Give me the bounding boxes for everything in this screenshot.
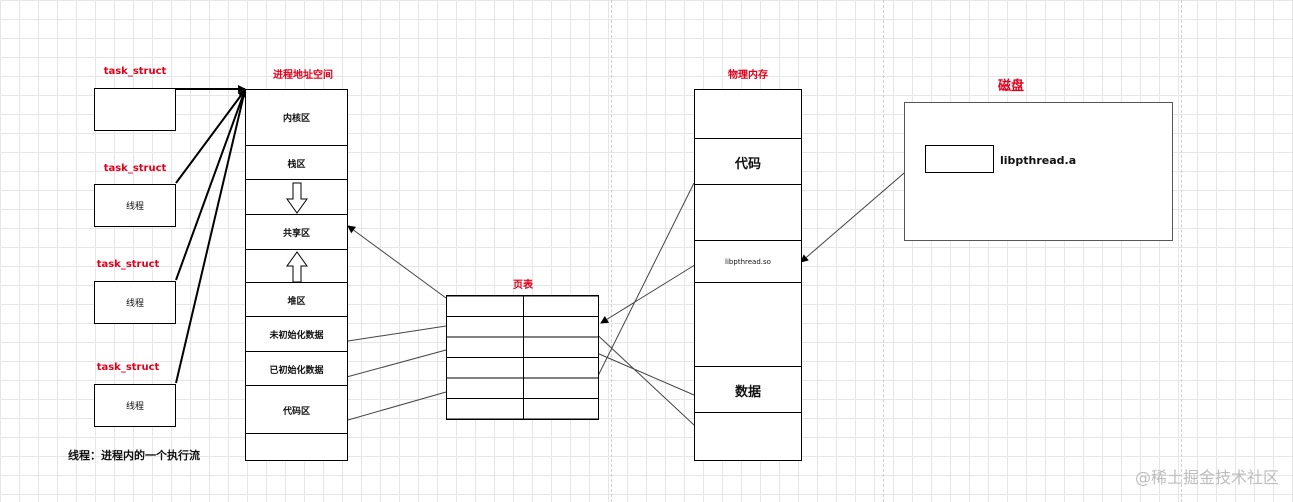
page-table-title: 页表 [513,280,533,291]
separator-3 [1181,0,1182,502]
pt-to-data [589,349,695,396]
address-space-box: 内核区 栈区 共享区 堆区 未初始化数据 已初始化数据 代码区 [245,89,348,461]
heap-segment: 堆区 [246,282,347,317]
thread-label-3: 线程 [125,402,144,412]
task-struct-label-1: task_struct [103,66,167,77]
code-to-pt [589,182,695,393]
memory-bottom-segment [695,412,801,461]
data-segment: 已初始化数据 [246,351,347,386]
memory-free-segment-1 [695,184,801,241]
stack-growth-segment [246,179,347,215]
stack-segment: 栈区 [246,145,347,180]
task-struct-label-3: task_struct [96,259,160,270]
separator-2 [883,0,884,502]
memory-top-segment [695,90,801,138]
thread-box-2: 线程 [94,281,176,324]
thread-box-3: 线程 [94,384,176,427]
physical-memory-box: 代码 libpthread.so 数据 [694,89,802,461]
thread-arrow-4 [175,89,248,384]
thread-note: 线程：进程内的一个执行流 [68,449,200,462]
page-table [446,295,599,420]
physical-memory-title: 物理内存 [728,70,768,81]
watermark: @稀土掘金技术社区 [1134,468,1279,487]
memory-data-segment: 数据 [695,366,801,413]
page-table-grid [447,296,598,419]
task-struct-label-2: task_struct [103,163,167,174]
pt-to-bottom [589,327,695,426]
memory-code-segment: 代码 [695,138,801,185]
bottom-segment [246,433,347,461]
disk-file-box [925,145,994,173]
address-space-title: 进程地址空间 [273,70,333,81]
thread-box-1: 线程 [94,184,176,227]
task-struct-label-4: task_struct [96,362,160,373]
thread-arrow-3 [175,89,247,281]
up-arrow-icon [285,250,308,282]
shared-segment: 共享区 [246,214,347,250]
memory-free-segment-2 [695,282,801,367]
disk-file-label: libpthread.a [1000,154,1077,167]
pt-to-shared [347,225,447,299]
page-table-col-divider [523,296,524,419]
thread-label-2: 线程 [125,299,144,309]
heap-growth-segment [246,249,347,283]
thread-arrow-2 [175,89,246,184]
thread-label-1: 线程 [125,202,144,212]
pt-to-uninit [347,325,447,342]
task-struct-box-1 [94,88,176,131]
pt-to-code [347,391,447,421]
pt-to-init [342,349,447,379]
kernel-segment: 内核区 [282,114,310,124]
down-arrow-icon [285,182,308,214]
so-to-pt [600,262,699,324]
separator-1 [611,0,612,502]
disk-title: 磁盘 [997,79,1025,94]
code-segment: 代码区 [246,385,347,434]
memory-libpthread-segment: libpthread.so [695,240,801,283]
bss-segment: 未初始化数据 [246,316,347,352]
